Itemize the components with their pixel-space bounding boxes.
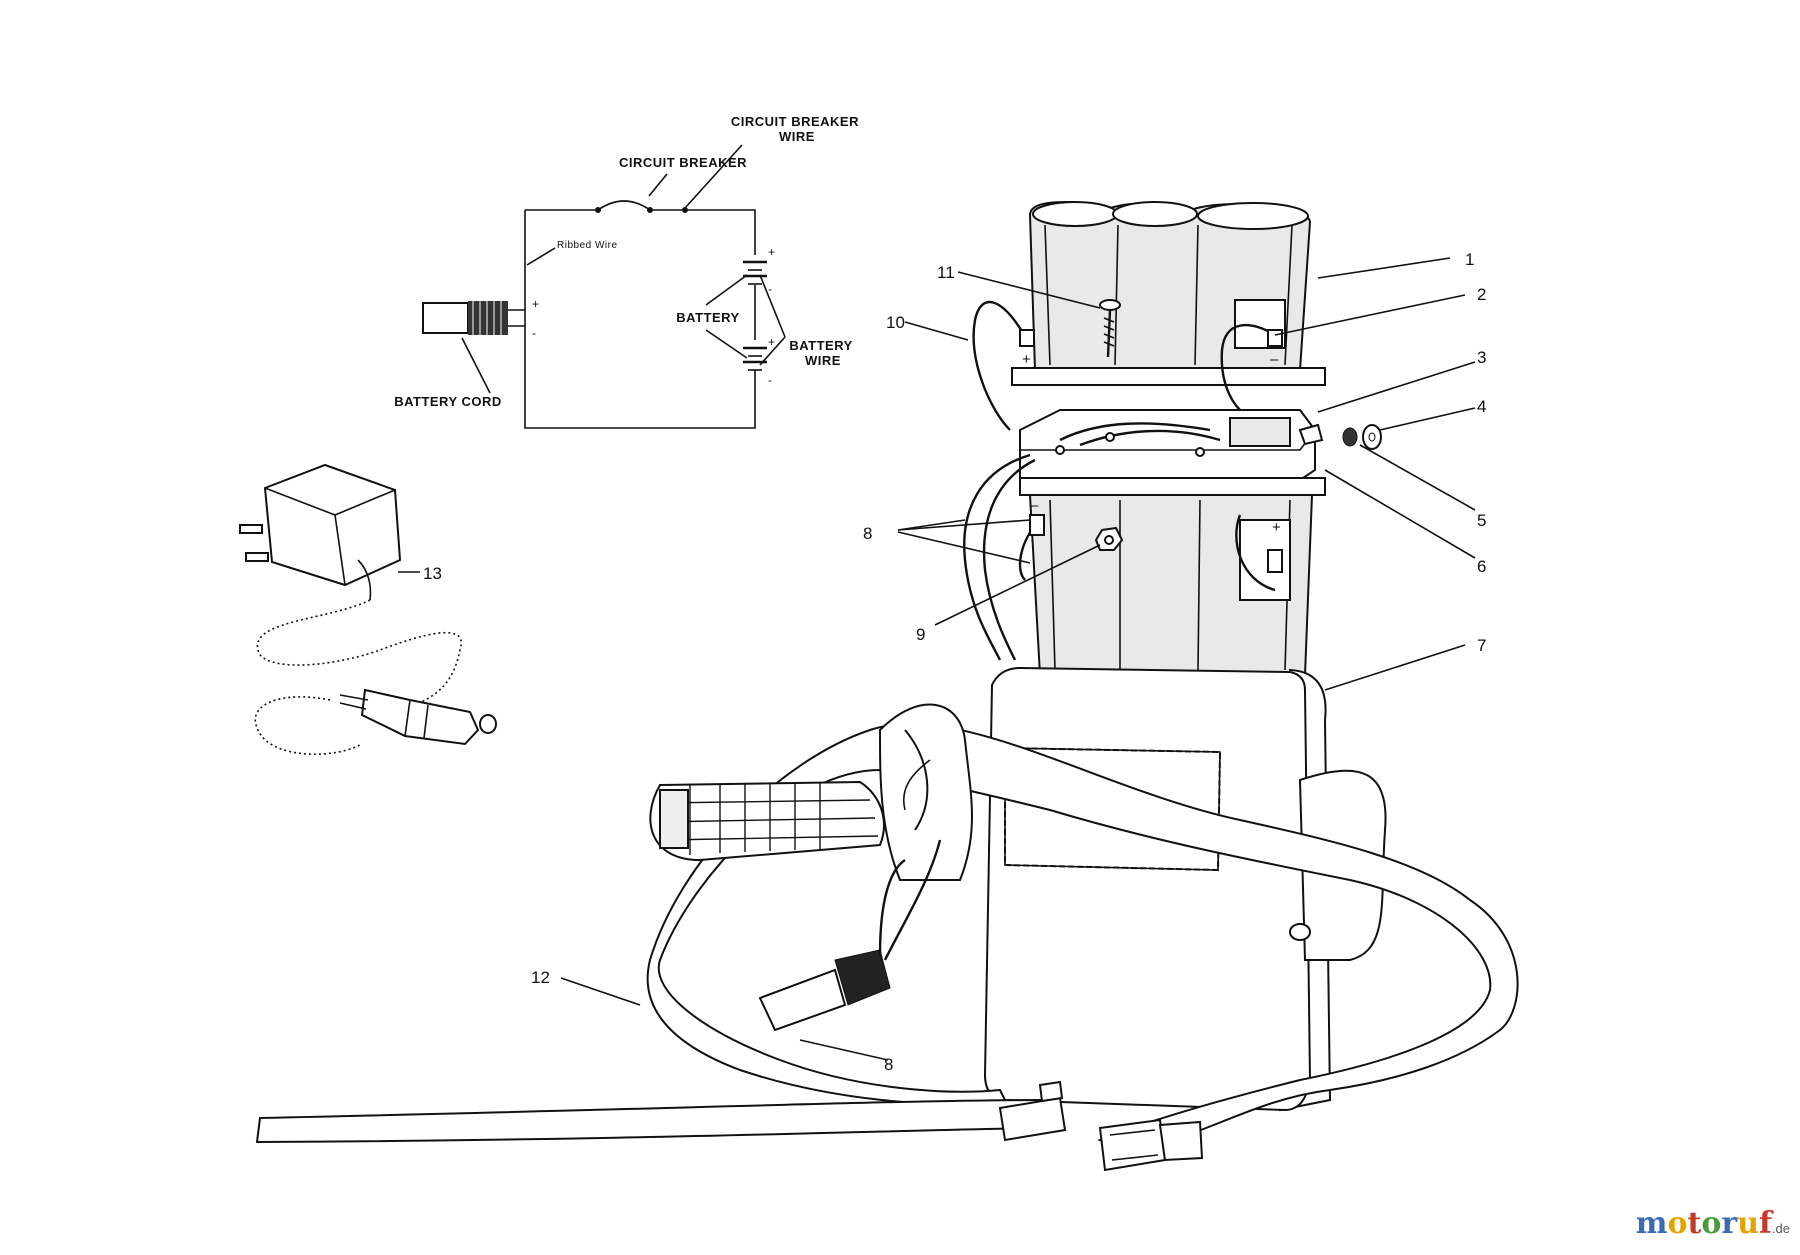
watermark-letter: t — [1687, 1206, 1702, 1241]
callout-4: 4 — [1477, 397, 1486, 416]
svg-text:+: + — [768, 335, 775, 349]
svg-text:–: – — [1030, 497, 1039, 514]
callout-8-plug: 8 — [884, 1055, 893, 1074]
callout-3: 3 — [1477, 348, 1486, 367]
battery-symbol-bottom — [743, 346, 767, 371]
circuit-breaker-label: CIRCUIT BREAKER — [619, 155, 747, 170]
callout-9: 9 — [916, 625, 925, 644]
battery-label: BATTERY — [676, 310, 739, 325]
watermark-letter: u — [1737, 1206, 1760, 1241]
callout-10: 10 — [886, 313, 905, 332]
watermark-logo: motoruf.de — [1636, 1206, 1790, 1241]
car-adapter-plug — [339, 688, 497, 746]
battery-pack-assembly: + – — [963, 200, 1382, 676]
bolt-and-washers — [1298, 423, 1382, 450]
callout-2: 2 — [1477, 285, 1486, 304]
callout-12: 12 — [531, 968, 550, 987]
callout-8: 8 — [863, 524, 872, 543]
buckle-male — [998, 1080, 1067, 1142]
battery-wire-line1: BATTERY — [789, 338, 852, 353]
circuit-breaker-wire-line1: CIRCUIT BREAKER — [731, 114, 859, 129]
battery-wire-label: BATTERY WIRE — [789, 338, 856, 368]
buckle-female — [1098, 1118, 1204, 1172]
watermark-suffix: .de — [1771, 1221, 1790, 1236]
circuit-breaker-symbol — [597, 200, 651, 211]
callout-leaders — [560, 257, 1476, 1061]
svg-text:+: + — [1022, 351, 1031, 368]
battery-cord-label: BATTERY CORD — [394, 394, 502, 409]
battery-tray — [1019, 409, 1326, 496]
battery-cord-plug — [422, 301, 525, 335]
plug-minus-label: - — [532, 326, 536, 340]
screw — [1099, 299, 1121, 358]
callout-numbers: 1 2 3 4 5 6 7 8 9 10 11 12 13 8 — [423, 250, 1486, 1074]
svg-text:-: - — [768, 373, 772, 387]
battery-symbol-top — [743, 260, 767, 285]
callout-7: 7 — [1477, 636, 1486, 655]
svg-text:+: + — [1272, 519, 1281, 536]
battery-top: + – — [1011, 200, 1326, 386]
watermark-letter: o — [1701, 1206, 1722, 1241]
callout-5: 5 — [1477, 511, 1486, 530]
svg-text:+: + — [768, 245, 775, 259]
callout-13: 13 — [423, 564, 442, 583]
belt-strap — [255, 703, 1519, 1172]
belt-pouch — [983, 666, 1387, 1112]
circuit-breaker-wire-label: CIRCUIT BREAKER WIRE — [731, 114, 863, 144]
callout-11: 11 — [937, 263, 955, 282]
svg-text:-: - — [768, 282, 772, 296]
battery-bottom: – + — [1028, 494, 1314, 676]
watermark-letter: f — [1759, 1206, 1772, 1241]
battery-cord-plug-bottom — [758, 839, 942, 1032]
watermark-letters: motoruf — [1636, 1206, 1772, 1241]
plug-plus-label: + — [532, 297, 539, 311]
callout-6: 6 — [1477, 557, 1486, 576]
watermark-letter: m — [1635, 1206, 1668, 1241]
circuit-breaker-wire-line2: WIRE — [779, 129, 815, 144]
wall-charger — [239, 463, 497, 756]
ribbed-wire-label: Ribbed Wire — [557, 240, 618, 251]
watermark-letter: r — [1721, 1206, 1738, 1241]
svg-text:–: – — [1270, 351, 1279, 368]
callout-1: 1 — [1465, 250, 1474, 269]
wiring-schematic: + - + - + - CIRCUIT BREAKER WIRE — [394, 114, 863, 429]
watermark-letter: o — [1667, 1206, 1688, 1241]
battery-wire-line2: WIRE — [805, 353, 841, 368]
